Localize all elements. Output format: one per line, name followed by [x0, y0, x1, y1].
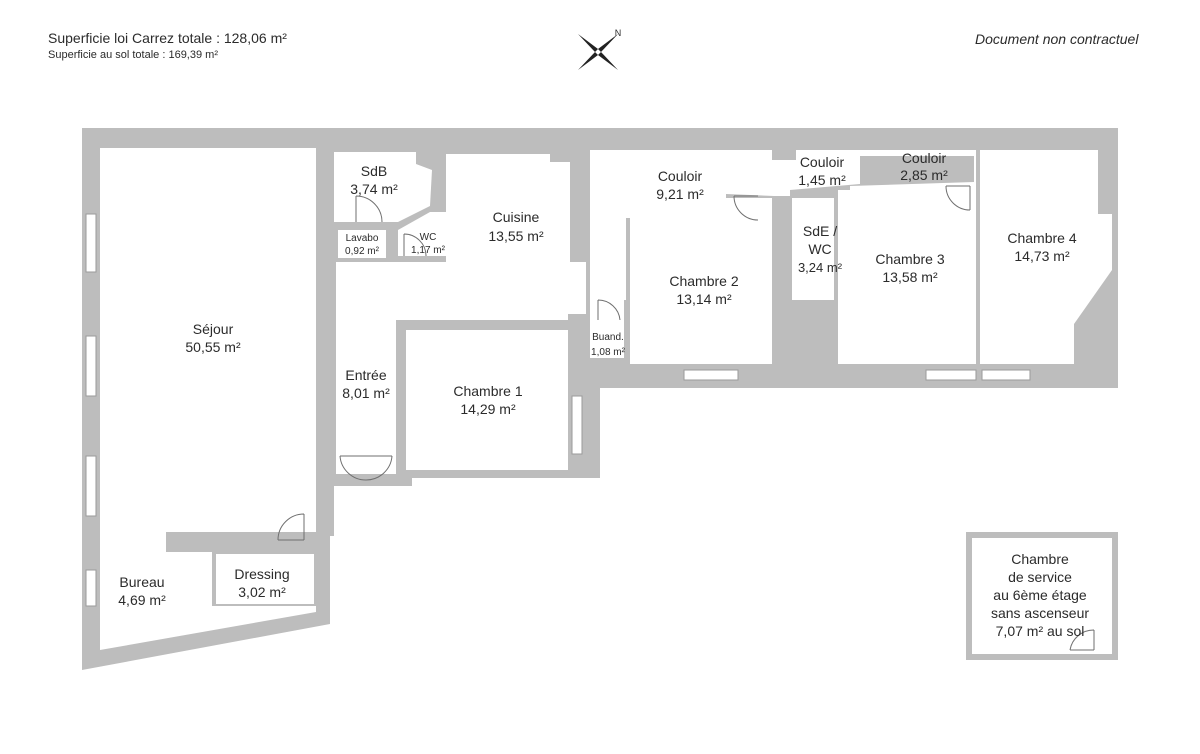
room-entree: Entrée 8,01 m²	[342, 367, 390, 401]
room-name: Cuisine	[493, 209, 540, 225]
room-area: 13,14 m²	[676, 291, 732, 307]
service-room-line-5: 7,07 m² au sol	[996, 623, 1085, 639]
service-room-line-1: Chambre	[1011, 551, 1069, 567]
room-area: 50,55 m²	[185, 339, 241, 355]
room-area: 3,24 m²	[798, 260, 843, 275]
room-buanderie: Buand. 1,08 m²	[591, 332, 626, 358]
total-floor-area: Superficie au sol totale : 169,39 m²	[48, 49, 218, 61]
room-chambre-4: Chambre 4 14,73 m²	[1007, 230, 1076, 264]
doors	[277, 185, 1095, 651]
room-couloir-1: Couloir 9,21 m²	[656, 168, 704, 202]
room-name-line-2: WC	[808, 241, 831, 257]
disclaimer-text: Document non contractuel	[975, 31, 1139, 47]
room-name: Séjour	[193, 321, 234, 337]
room-name: Dressing	[234, 566, 289, 582]
room-name: Chambre 1	[453, 383, 522, 399]
room-area: 13,58 m²	[882, 269, 938, 285]
room-area: 1,17 m²	[411, 245, 446, 256]
room-labels: Séjour 50,55 m² Entrée 8,01 m² SdB 3,74 …	[118, 150, 1089, 639]
room-chambre-2: Chambre 2 13,14 m²	[669, 273, 738, 307]
total-carrez-area: Superficie loi Carrez totale : 128,06 m²	[48, 30, 287, 46]
room-couloir-3: Couloir 2,85 m²	[900, 150, 948, 183]
room-area: 14,73 m²	[1014, 248, 1070, 264]
room-name: Couloir	[658, 168, 703, 184]
room-area: 9,21 m²	[656, 186, 704, 202]
room-name: SdB	[361, 163, 387, 179]
room-couloir-2: Couloir 1,45 m²	[798, 154, 846, 188]
room-name: Buand.	[592, 332, 624, 343]
room-lavabo: Lavabo 0,92 m²	[345, 233, 380, 257]
room-area: 3,74 m²	[350, 181, 398, 197]
room-area: 3,02 m²	[238, 584, 286, 600]
room-dressing: Dressing 3,02 m²	[234, 566, 289, 600]
room-area: 1,08 m²	[591, 347, 626, 358]
partitions	[316, 150, 980, 474]
room-name: WC	[420, 232, 437, 243]
windows	[85, 213, 1031, 607]
room-bureau: Bureau 4,69 m²	[118, 574, 166, 608]
room-name: Lavabo	[346, 233, 379, 244]
room-area: 13,55 m²	[488, 228, 544, 244]
room-name: SdE /	[803, 223, 837, 239]
room-sdb: SdB 3,74 m²	[350, 163, 398, 197]
room-chambre-1: Chambre 1 14,29 m²	[453, 383, 522, 417]
room-name: Entrée	[345, 367, 386, 383]
room-sejour: Séjour 50,55 m²	[185, 321, 241, 355]
room-name: Couloir	[902, 150, 947, 166]
room-area: 4,69 m²	[118, 592, 166, 608]
room-wc: WC 1,17 m²	[411, 232, 446, 256]
compass-north-label: N	[615, 28, 622, 38]
service-room-line-4: sans ascenseur	[991, 605, 1089, 621]
service-room-line-2: de service	[1008, 569, 1072, 585]
room-area: 0,92 m²	[345, 246, 380, 257]
room-area: 1,45 m²	[798, 172, 846, 188]
room-cuisine: Cuisine 13,55 m²	[488, 209, 544, 244]
room-area: 8,01 m²	[342, 385, 390, 401]
room-area: 2,85 m²	[900, 167, 948, 183]
service-room-line-3: au 6ème étage	[993, 587, 1087, 603]
room-name: Chambre 3	[875, 251, 944, 267]
room-chambre-de-service: Chambre de service au 6ème étage sans as…	[991, 551, 1089, 639]
room-name: Chambre 4	[1007, 230, 1076, 246]
room-name: Chambre 2	[669, 273, 738, 289]
room-name: Couloir	[800, 154, 845, 170]
compass-rose-icon: N	[578, 28, 621, 70]
room-interiors	[100, 148, 1112, 654]
room-area: 14,29 m²	[460, 401, 516, 417]
room-sde-wc: SdE / WC 3,24 m²	[798, 223, 843, 275]
room-chambre-3: Chambre 3 13,58 m²	[875, 251, 944, 285]
room-name: Bureau	[119, 574, 164, 590]
